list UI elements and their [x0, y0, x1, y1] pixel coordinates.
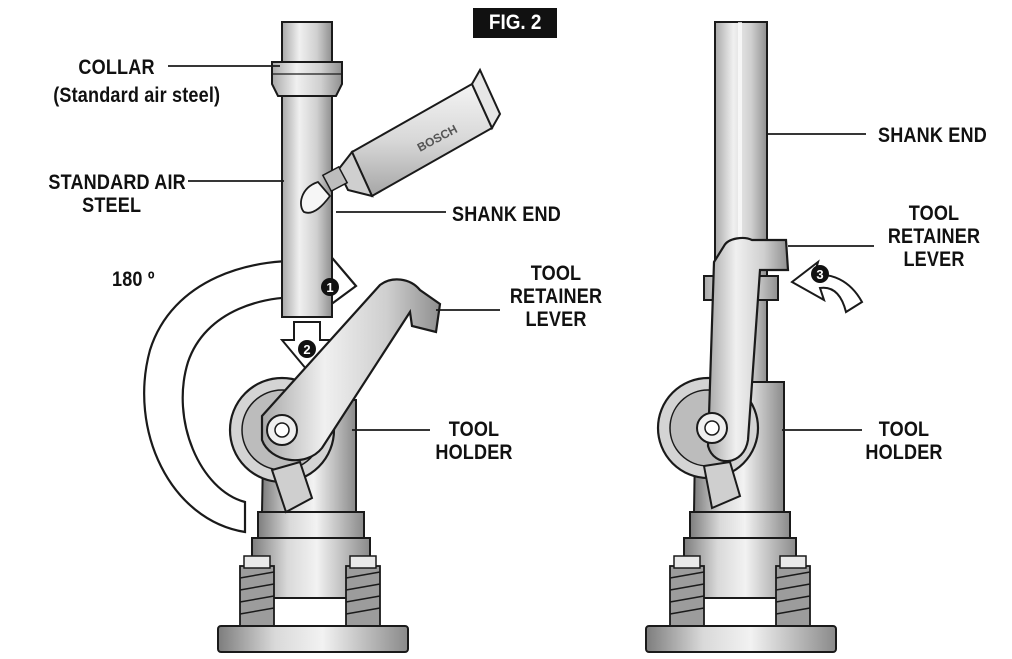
collar — [271, 61, 343, 97]
figure-title: FIG. 2 — [473, 8, 557, 38]
label-collar-sub: (Standard air steel) — [52, 84, 220, 107]
step-1-marker — [321, 278, 339, 296]
step-3-number: 3 — [816, 267, 823, 282]
tool-retainer-lever-raised — [260, 278, 442, 462]
label-standard-air-steel: STANDARD AIR STEEL — [48, 171, 186, 217]
right-illustration: 3 — [645, 21, 874, 653]
base-plate — [217, 625, 409, 653]
spring-left — [239, 555, 275, 627]
step-3-marker — [811, 265, 829, 283]
base-plate-installed — [645, 625, 837, 653]
grease-tube: BOSCH — [300, 67, 502, 214]
label-tool-retainer-lever-right: TOOL RETAINER LEVER — [887, 202, 981, 271]
label-shank-end-left: SHANK END — [452, 203, 561, 226]
label-shank-end-right: SHANK END — [878, 124, 987, 147]
step-2-number: 2 — [303, 342, 310, 357]
label-180-degrees: 180 º — [112, 268, 155, 291]
left-illustration: BOSCH — [143, 21, 502, 653]
label-collar: COLLAR — [78, 56, 155, 79]
spring-right — [345, 555, 381, 627]
label-tool-retainer-lever-left: TOOL RETAINER LEVER — [509, 262, 603, 331]
tool-retainer-lever-closed — [706, 236, 790, 463]
close-lever-arrow — [790, 259, 864, 314]
step-2-marker — [298, 340, 316, 358]
label-tool-holder-left: TOOL HOLDER — [435, 418, 513, 464]
spring-right-installed — [775, 555, 811, 627]
spring-left-installed — [669, 555, 705, 627]
label-tool-holder-right: TOOL HOLDER — [865, 418, 943, 464]
step-1-number: 1 — [326, 280, 333, 295]
